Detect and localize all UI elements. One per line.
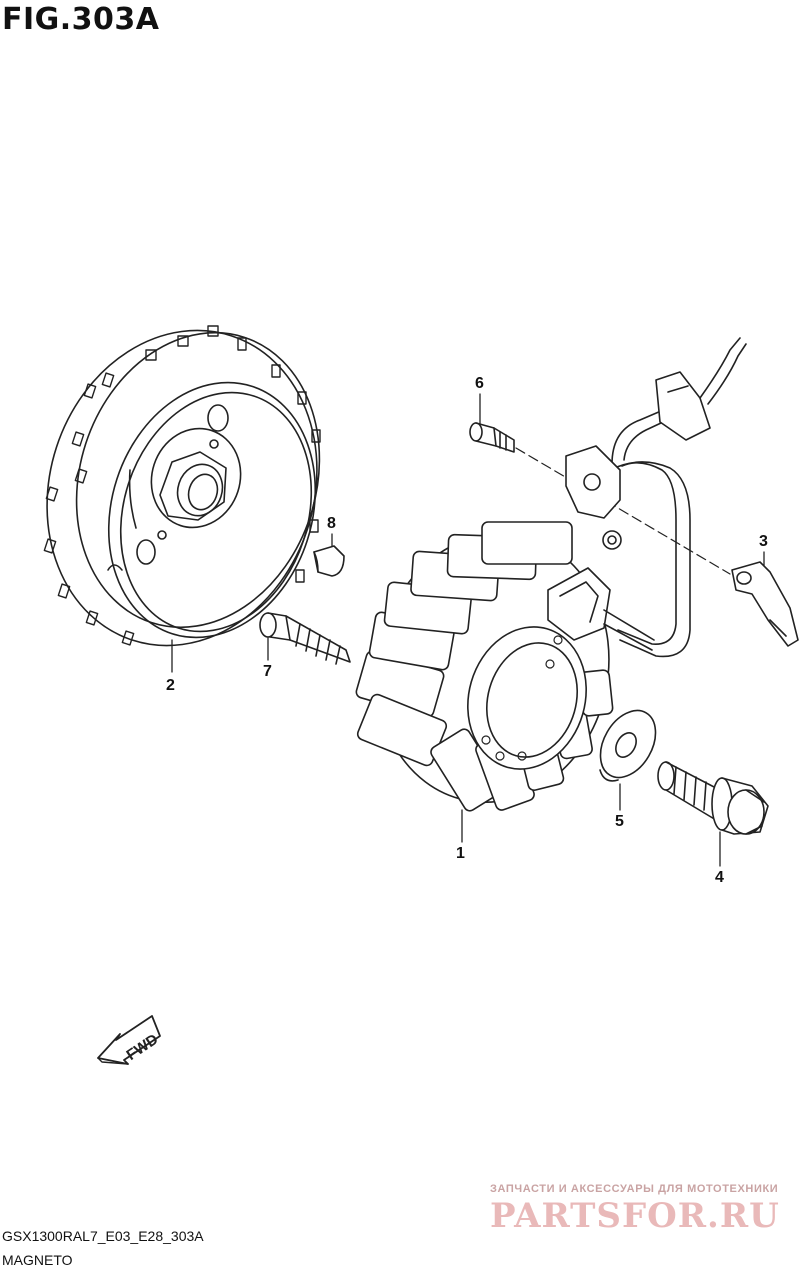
callout-2: 2 (166, 677, 175, 694)
rotor-flywheel (43, 325, 321, 647)
screw-alignment-line (515, 447, 731, 575)
model-code: GSX1300RAL7_E03_E28_303A (2, 1228, 204, 1244)
callout-8: 8 (327, 515, 336, 532)
callout-7: 7 (263, 663, 272, 680)
section-name: MAGNETO (2, 1252, 73, 1268)
woodruff-key (313, 545, 345, 577)
wire-harness (565, 337, 747, 658)
callout-6: 6 (475, 375, 484, 392)
flange-bolt (657, 761, 769, 835)
callout-3: 3 (759, 533, 768, 550)
watermark-tagline: ЗАПЧАСТИ И АКСЕССУАРЫ ДЛЯ МОТОТЕХНИКИ (490, 1183, 779, 1195)
washer (599, 709, 657, 782)
callout-5: 5 (615, 813, 624, 830)
stator-screw (469, 422, 515, 453)
callout-4: 4 (715, 869, 724, 886)
rotor-bolt (259, 612, 351, 665)
watermark-brand: PARTSFOR.RU (490, 1196, 780, 1236)
figure-title: FIG.303A (2, 2, 160, 37)
fwd-arrow (97, 1015, 161, 1065)
leader-lines (171, 393, 765, 867)
wire-clamp (731, 561, 799, 647)
callout-1: 1 (456, 845, 465, 862)
stator (355, 521, 655, 812)
